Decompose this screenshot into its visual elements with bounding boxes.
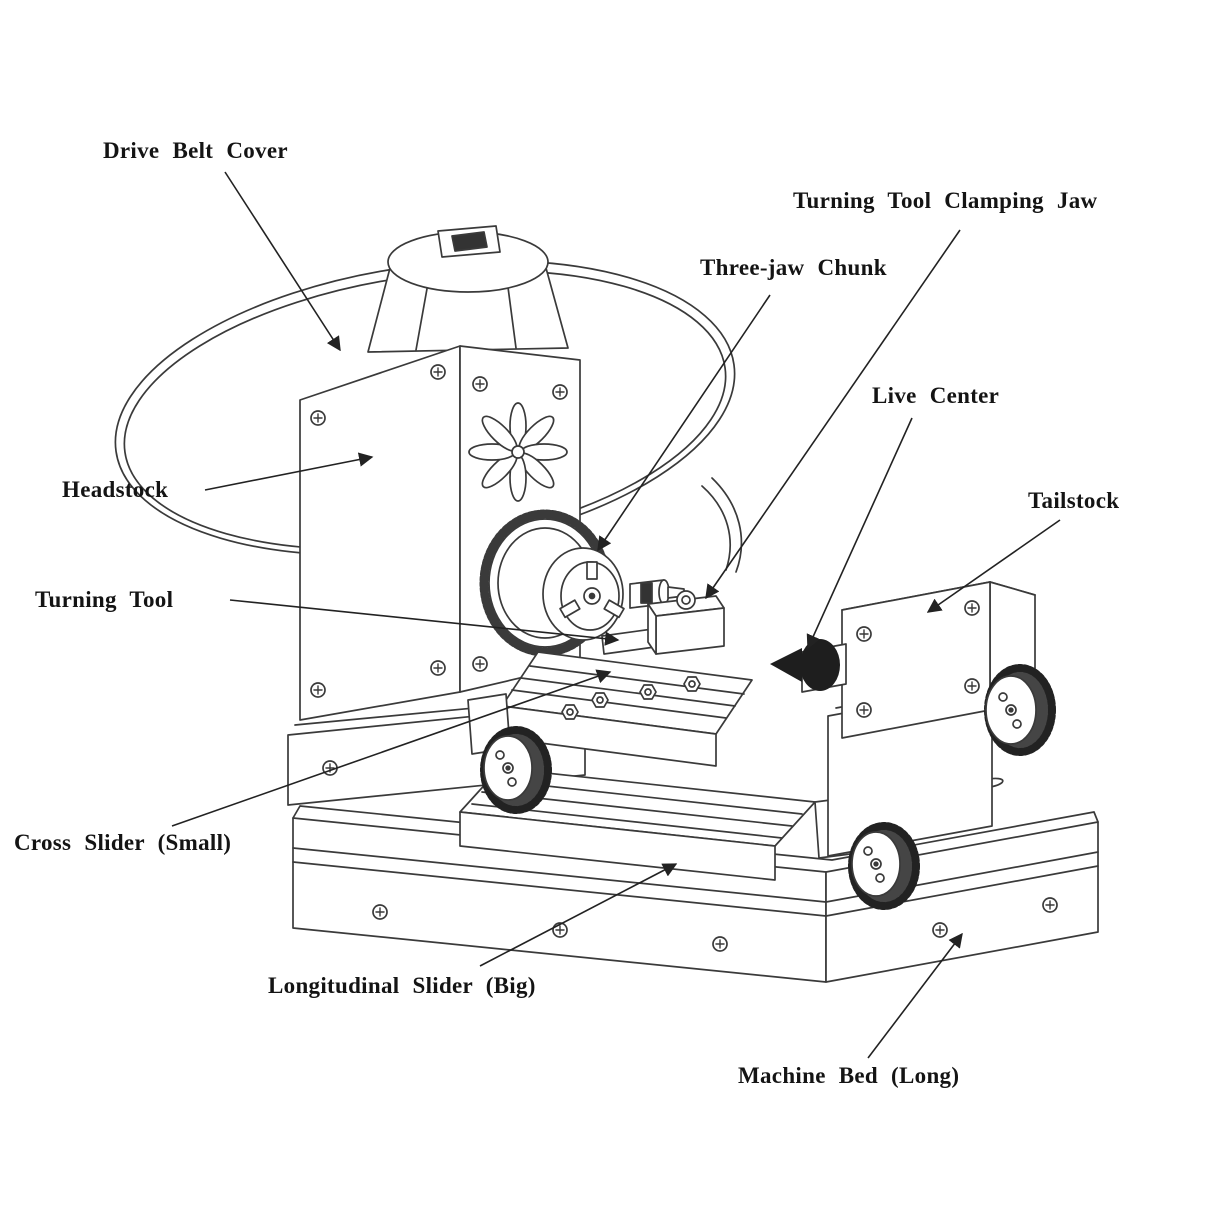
live-center-drawing (770, 639, 840, 691)
label-three-jaw-chunk: Three-jaw Chunk (700, 255, 887, 280)
leader-line-longitudinal-slider-big (479, 863, 678, 967)
label-cross-slider-small: Cross Slider (Small) (14, 830, 232, 855)
leader-line-three-jaw-chunk (597, 294, 771, 552)
leader-line-machine-bed-long (867, 932, 963, 1059)
label-turning-tool: Turning Tool (35, 587, 174, 612)
label-turning-tool-clamping-jaw: Turning Tool Clamping Jaw (793, 188, 1098, 213)
leader-lines (171, 171, 1061, 1059)
label-live-center: Live Center (872, 383, 1000, 408)
label-drive-belt-cover: Drive Belt Cover (103, 138, 288, 163)
leader-line-drive-belt-cover (224, 171, 341, 352)
leader-line-cross-slider-small (171, 669, 612, 827)
leader-line-headstock (204, 452, 374, 491)
label-headstock: Headstock (62, 477, 169, 502)
leader-line-turning-tool-clamping-jaw (705, 229, 961, 600)
label-machine-bed-long: Machine Bed (Long) (738, 1063, 960, 1088)
leader-line-turning-tool (229, 599, 620, 646)
tailstock-drawing (801, 581, 1056, 857)
cross-slide-handwheel (480, 726, 552, 814)
three-jaw-chuck-drawing (479, 509, 685, 657)
label-longitudinal-slider-big: Longitudinal Slider (Big) (268, 973, 536, 998)
turning-tool-clamping-jaw-drawing (601, 590, 725, 655)
fan-grill (468, 402, 568, 502)
leader-line-tailstock (926, 519, 1061, 613)
drive-belt-cover-drawing (367, 225, 569, 353)
longitudinal-slide-handwheel (848, 822, 920, 910)
tailstock-handwheel (984, 664, 1056, 756)
cross-slider-drawing (467, 651, 753, 767)
leader-line-live-center (806, 417, 913, 650)
label-tailstock: Tailstock (1028, 488, 1120, 513)
